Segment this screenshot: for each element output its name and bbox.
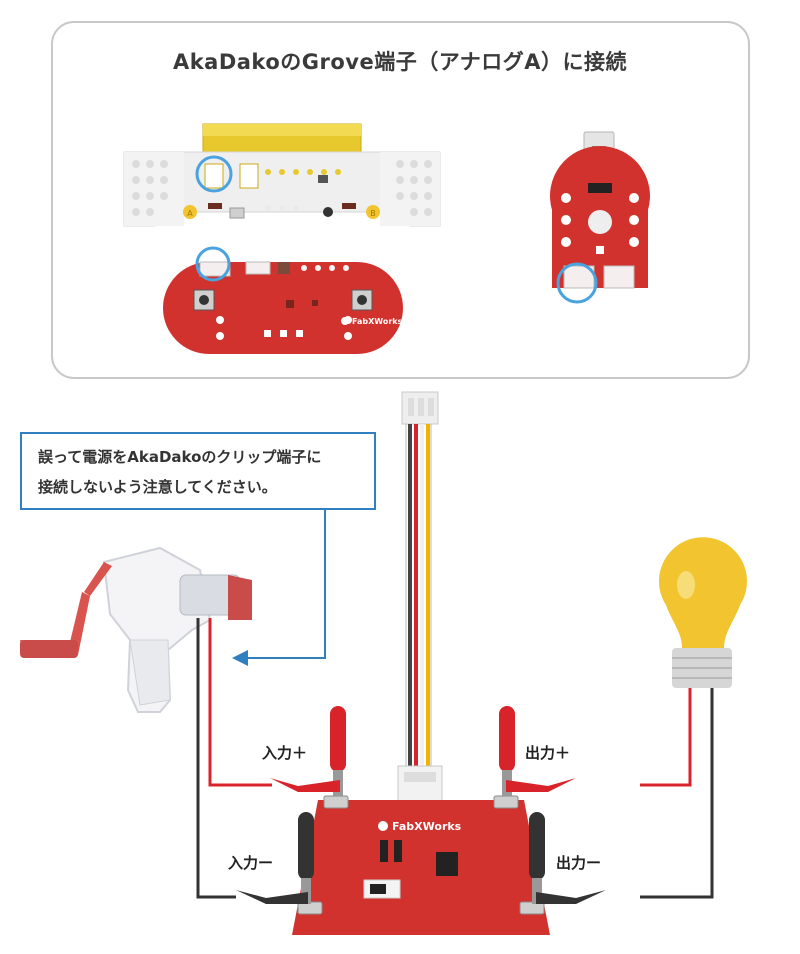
main-red-board [292,795,550,935]
wire-out-minus [640,688,714,899]
label-out-minus: 出力ー [556,854,602,872]
light-bulb [658,537,747,688]
warning-note-line-1: 誤って電源をAkaDakoのクリップ端子に [38,448,322,466]
board-brand-logo-icon [378,821,388,831]
note-arrow-head-icon [232,650,248,666]
red-oval-board [163,246,403,354]
grove-cable [397,391,443,803]
wire-out-plus [640,688,692,787]
label-out-plus: 出力＋ [525,744,571,762]
akadako-board [123,123,441,227]
panel-title: AkaDakoのGrove端子（アナログA）に接続 [172,50,628,74]
clip-in-plus [270,706,346,796]
wire-in-minus [196,618,236,899]
oval-brand-label: FabXWorks [352,317,403,326]
warning-note-line-2: 接続しないよう注意してください。 [38,478,277,496]
oval-brand-logo-icon [341,317,349,325]
hand-generator [20,546,252,713]
warning-note-box: 誤って電源をAkaDakoのクリップ端子に 接続しないよう注意してください。 [20,432,376,510]
clip-out-minus [529,812,606,904]
red-round-board [550,131,650,304]
clip-out-plus [499,706,576,796]
label-in-minus: 入力ー [228,854,274,872]
label-in-plus: 入力＋ [262,744,308,762]
port-a-label: A [187,209,193,218]
note-arrow [246,510,326,659]
wire-in-plus [208,618,272,787]
port-b-label: B [370,209,376,218]
clip-in-minus [236,812,314,904]
board-brand-label: FabXWorks [392,820,462,833]
